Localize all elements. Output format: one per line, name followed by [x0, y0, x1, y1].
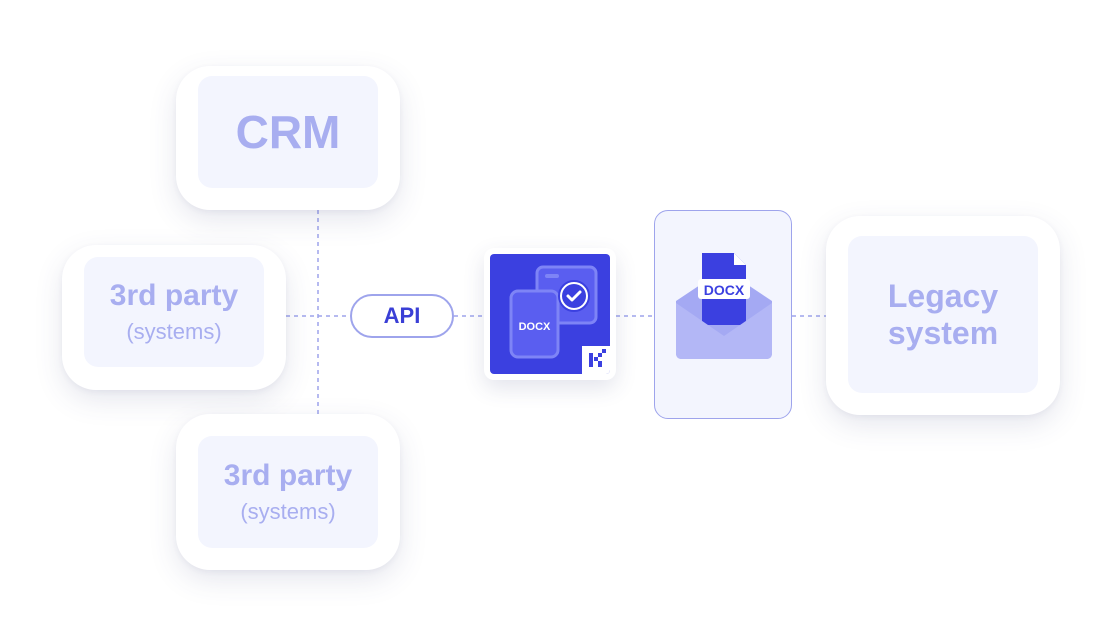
legacy-system-node: Legacy system — [826, 216, 1060, 415]
api-badge: API — [350, 294, 454, 338]
third-party-left-subtitle: (systems) — [126, 319, 222, 345]
crm-node-inner: CRM — [198, 76, 378, 188]
crm-node: CRM — [176, 66, 400, 210]
k-logo-icon — [582, 346, 610, 374]
third-party-left-title: 3rd party — [109, 278, 239, 312]
app-tile-inner: DOCX — [490, 254, 610, 374]
app-tile-file-label: DOCX — [519, 321, 551, 333]
app-tile: DOCX — [484, 248, 616, 380]
third-party-bottom-inner: 3rd party (systems) — [198, 436, 378, 548]
email-file-label: DOCX — [704, 282, 745, 298]
api-label: API — [383, 303, 421, 328]
docx-document-check-icon: DOCX — [509, 265, 610, 374]
third-party-bottom-subtitle: (systems) — [240, 499, 336, 525]
third-party-left-node: 3rd party (systems) — [62, 245, 286, 390]
crm-title: CRM — [235, 105, 341, 158]
legacy-title-line2: system — [887, 314, 999, 351]
email-node: DOCX — [654, 210, 792, 419]
third-party-bottom-title: 3rd party — [223, 458, 353, 492]
third-party-left-inner: 3rd party (systems) — [84, 257, 264, 367]
legacy-system-inner: Legacy system — [848, 236, 1038, 393]
third-party-bottom-node: 3rd party (systems) — [176, 414, 400, 570]
envelope-docx-icon: DOCX — [676, 253, 772, 359]
legacy-title-line1: Legacy — [887, 277, 999, 314]
